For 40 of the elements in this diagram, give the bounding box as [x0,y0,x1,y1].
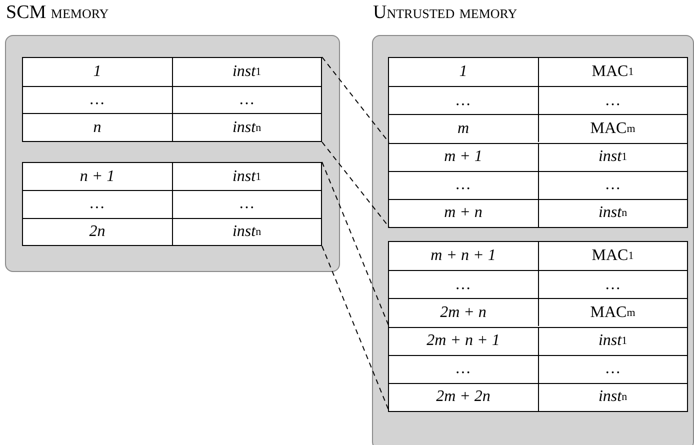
row-index: … [89,194,106,214]
memory-table [22,162,322,246]
memory-table [388,57,688,228]
row-index: m + 1 [443,147,484,168]
memory-table [388,241,688,412]
row-index: … [455,175,472,196]
table-row [23,190,321,218]
dashed-mapping-line [322,162,390,327]
row-index: 2n [88,222,106,242]
table-row [23,218,321,245]
row-index: 2m + n + 1 [426,331,501,352]
table-row [23,86,321,114]
table-row [23,113,321,141]
row-index: … [455,359,472,380]
row-index: 2m + 2n [435,387,492,408]
row-index: m + n [443,203,484,224]
table-row [389,270,687,298]
row-index: … [455,274,472,295]
table-row [389,298,687,326]
table-row [389,198,687,227]
row-index: m [456,118,470,139]
row-index: m + n + 1 [430,246,497,266]
row-index: 2m + n [439,302,488,323]
table-row [389,354,687,383]
table-row [389,114,687,142]
panel-heading: SCM memory [6,2,109,24]
table-row [389,142,687,171]
table-row [389,170,687,199]
table-row [389,326,687,355]
memory-table [22,57,322,142]
table-row [389,86,687,114]
row-index: 1 [92,62,102,82]
panel-heading: Untrusted memory [373,2,518,24]
row-index: n [92,118,102,138]
table-row [389,382,687,411]
row-index: n + 1 [78,166,116,187]
row-index: … [89,90,106,110]
row-index: 1 [458,62,468,82]
row-index: … [455,90,472,111]
dashed-mapping-line [322,246,390,412]
